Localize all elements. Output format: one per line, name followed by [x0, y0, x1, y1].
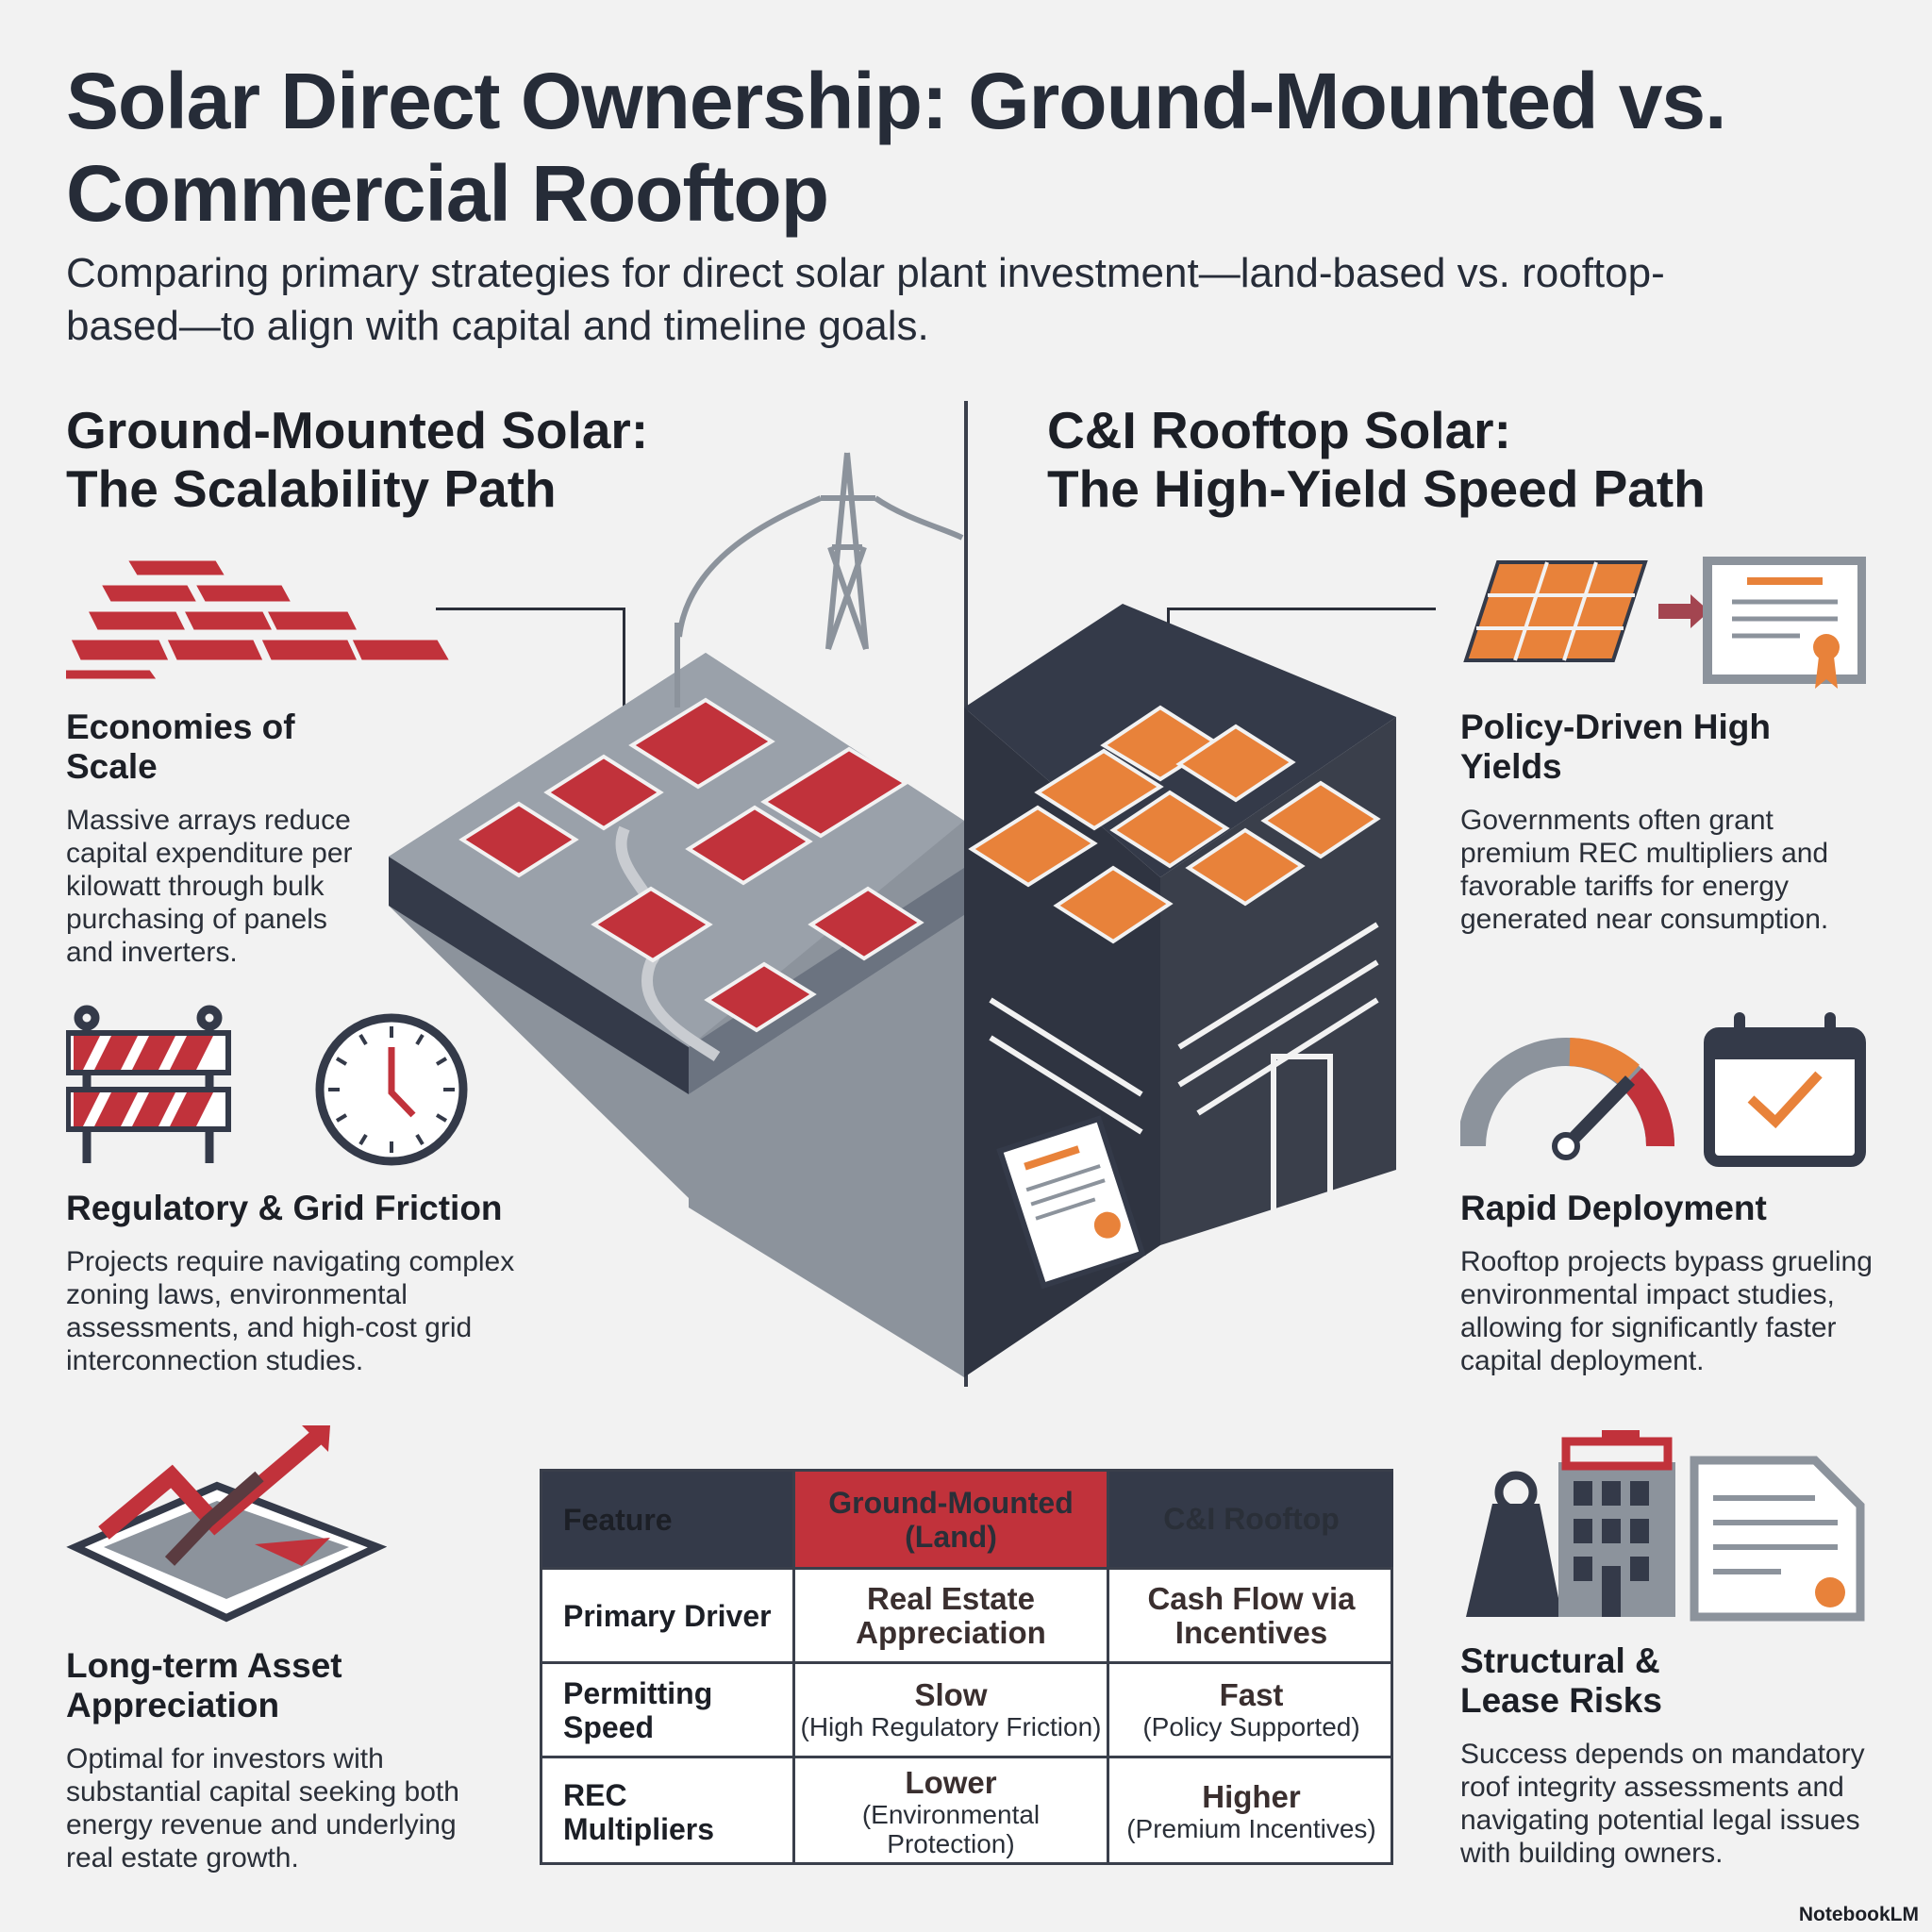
barricade-icon: [66, 1005, 231, 1163]
table-header-rooftop: C&I Rooftop: [1109, 1472, 1393, 1570]
table-cell-rooftop: Cash Flow via Incentives: [1109, 1570, 1393, 1664]
gauge-calendar-icon: [1460, 1012, 1866, 1167]
comparison-table: Feature Ground-Mounted (Land) C&I Roofto…: [540, 1469, 1393, 1865]
table-row-label: Primary Driver: [542, 1570, 795, 1664]
feature-rapid-deployment: Rapid Deployment Rooftop projects bypass…: [1460, 1189, 1894, 1377]
feature-body: Rooftop projects bypass grueling environ…: [1460, 1246, 1873, 1376]
feature-structural-lease-risks: Structural & Lease Risks Success depends…: [1460, 1641, 1875, 1870]
table-cell-rooftop: Fast (Policy Supported): [1109, 1664, 1393, 1758]
table-header-ground-mounted: Ground-Mounted (Land): [795, 1472, 1109, 1570]
feature-body: Projects require navigating complex zoni…: [66, 1246, 515, 1376]
table-header-feature: Feature: [542, 1472, 795, 1570]
table-cell-rooftop: Higher (Premium Incentives): [1126, 1779, 1376, 1844]
feature-title: Economies of Scale: [66, 708, 295, 786]
left-column-heading: Ground-Mounted Solar: The Scalability Pa…: [66, 401, 649, 518]
feature-body: Success depends on mandatory roof integr…: [1460, 1739, 1865, 1869]
right-column-heading: C&I Rooftop Solar: The High-Yield Speed …: [1047, 401, 1706, 518]
weight-building-document-icon: [1466, 1430, 1865, 1622]
feature-economies-of-scale: Economies of Scale Massive arrays reduce…: [66, 708, 368, 969]
feature-body: Optimal for investors with substantial c…: [66, 1743, 459, 1874]
brand-label: NotebookLM: [1798, 1904, 1919, 1925]
feature-title: Structural & Lease Risks: [1460, 1641, 1662, 1720]
table-row-label: Permitting Speed: [542, 1664, 795, 1758]
leader-line-left: [436, 608, 625, 610]
feature-title: Long-term Asset Appreciation: [66, 1646, 342, 1724]
rising-land-chart-icon: [66, 1425, 387, 1623]
feature-long-term-asset-appreciation: Long-term Asset Appreciation Optimal for…: [66, 1646, 481, 1874]
table-cell-ground: Real Estate Appreciation: [795, 1570, 1109, 1664]
clock-icon: [315, 1013, 468, 1166]
feature-title: Policy-Driven High Yields: [1460, 708, 1771, 786]
brick-stack-icon: [66, 557, 458, 684]
feature-policy-driven-high-yields: Policy-Driven High Yields Governments of…: [1460, 708, 1866, 936]
feature-title: Rapid Deployment: [1460, 1189, 1767, 1227]
central-illustration: [389, 452, 1396, 1377]
panel-to-certificate-icon: [1463, 557, 1866, 689]
leader-line-right: [1167, 608, 1436, 610]
feature-regulatory-grid-friction: Regulatory & Grid Friction Projects requ…: [66, 1189, 528, 1377]
feature-body: Massive arrays reduce capital expenditur…: [66, 805, 353, 968]
table-row-label: REC Multipliers: [542, 1758, 795, 1865]
feature-title: Regulatory & Grid Friction: [66, 1189, 503, 1227]
page-subtitle: Comparing primary strategies for direct …: [66, 250, 1665, 349]
table-cell-ground: Slow (High Regulatory Friction): [795, 1664, 1109, 1758]
feature-body: Governments often grant premium REC mult…: [1460, 805, 1829, 935]
table-cell-ground: Lower (Environmental Protection): [795, 1758, 1109, 1865]
page-title: Solar Direct Ownership: Ground-Mounted v…: [66, 57, 1727, 238]
